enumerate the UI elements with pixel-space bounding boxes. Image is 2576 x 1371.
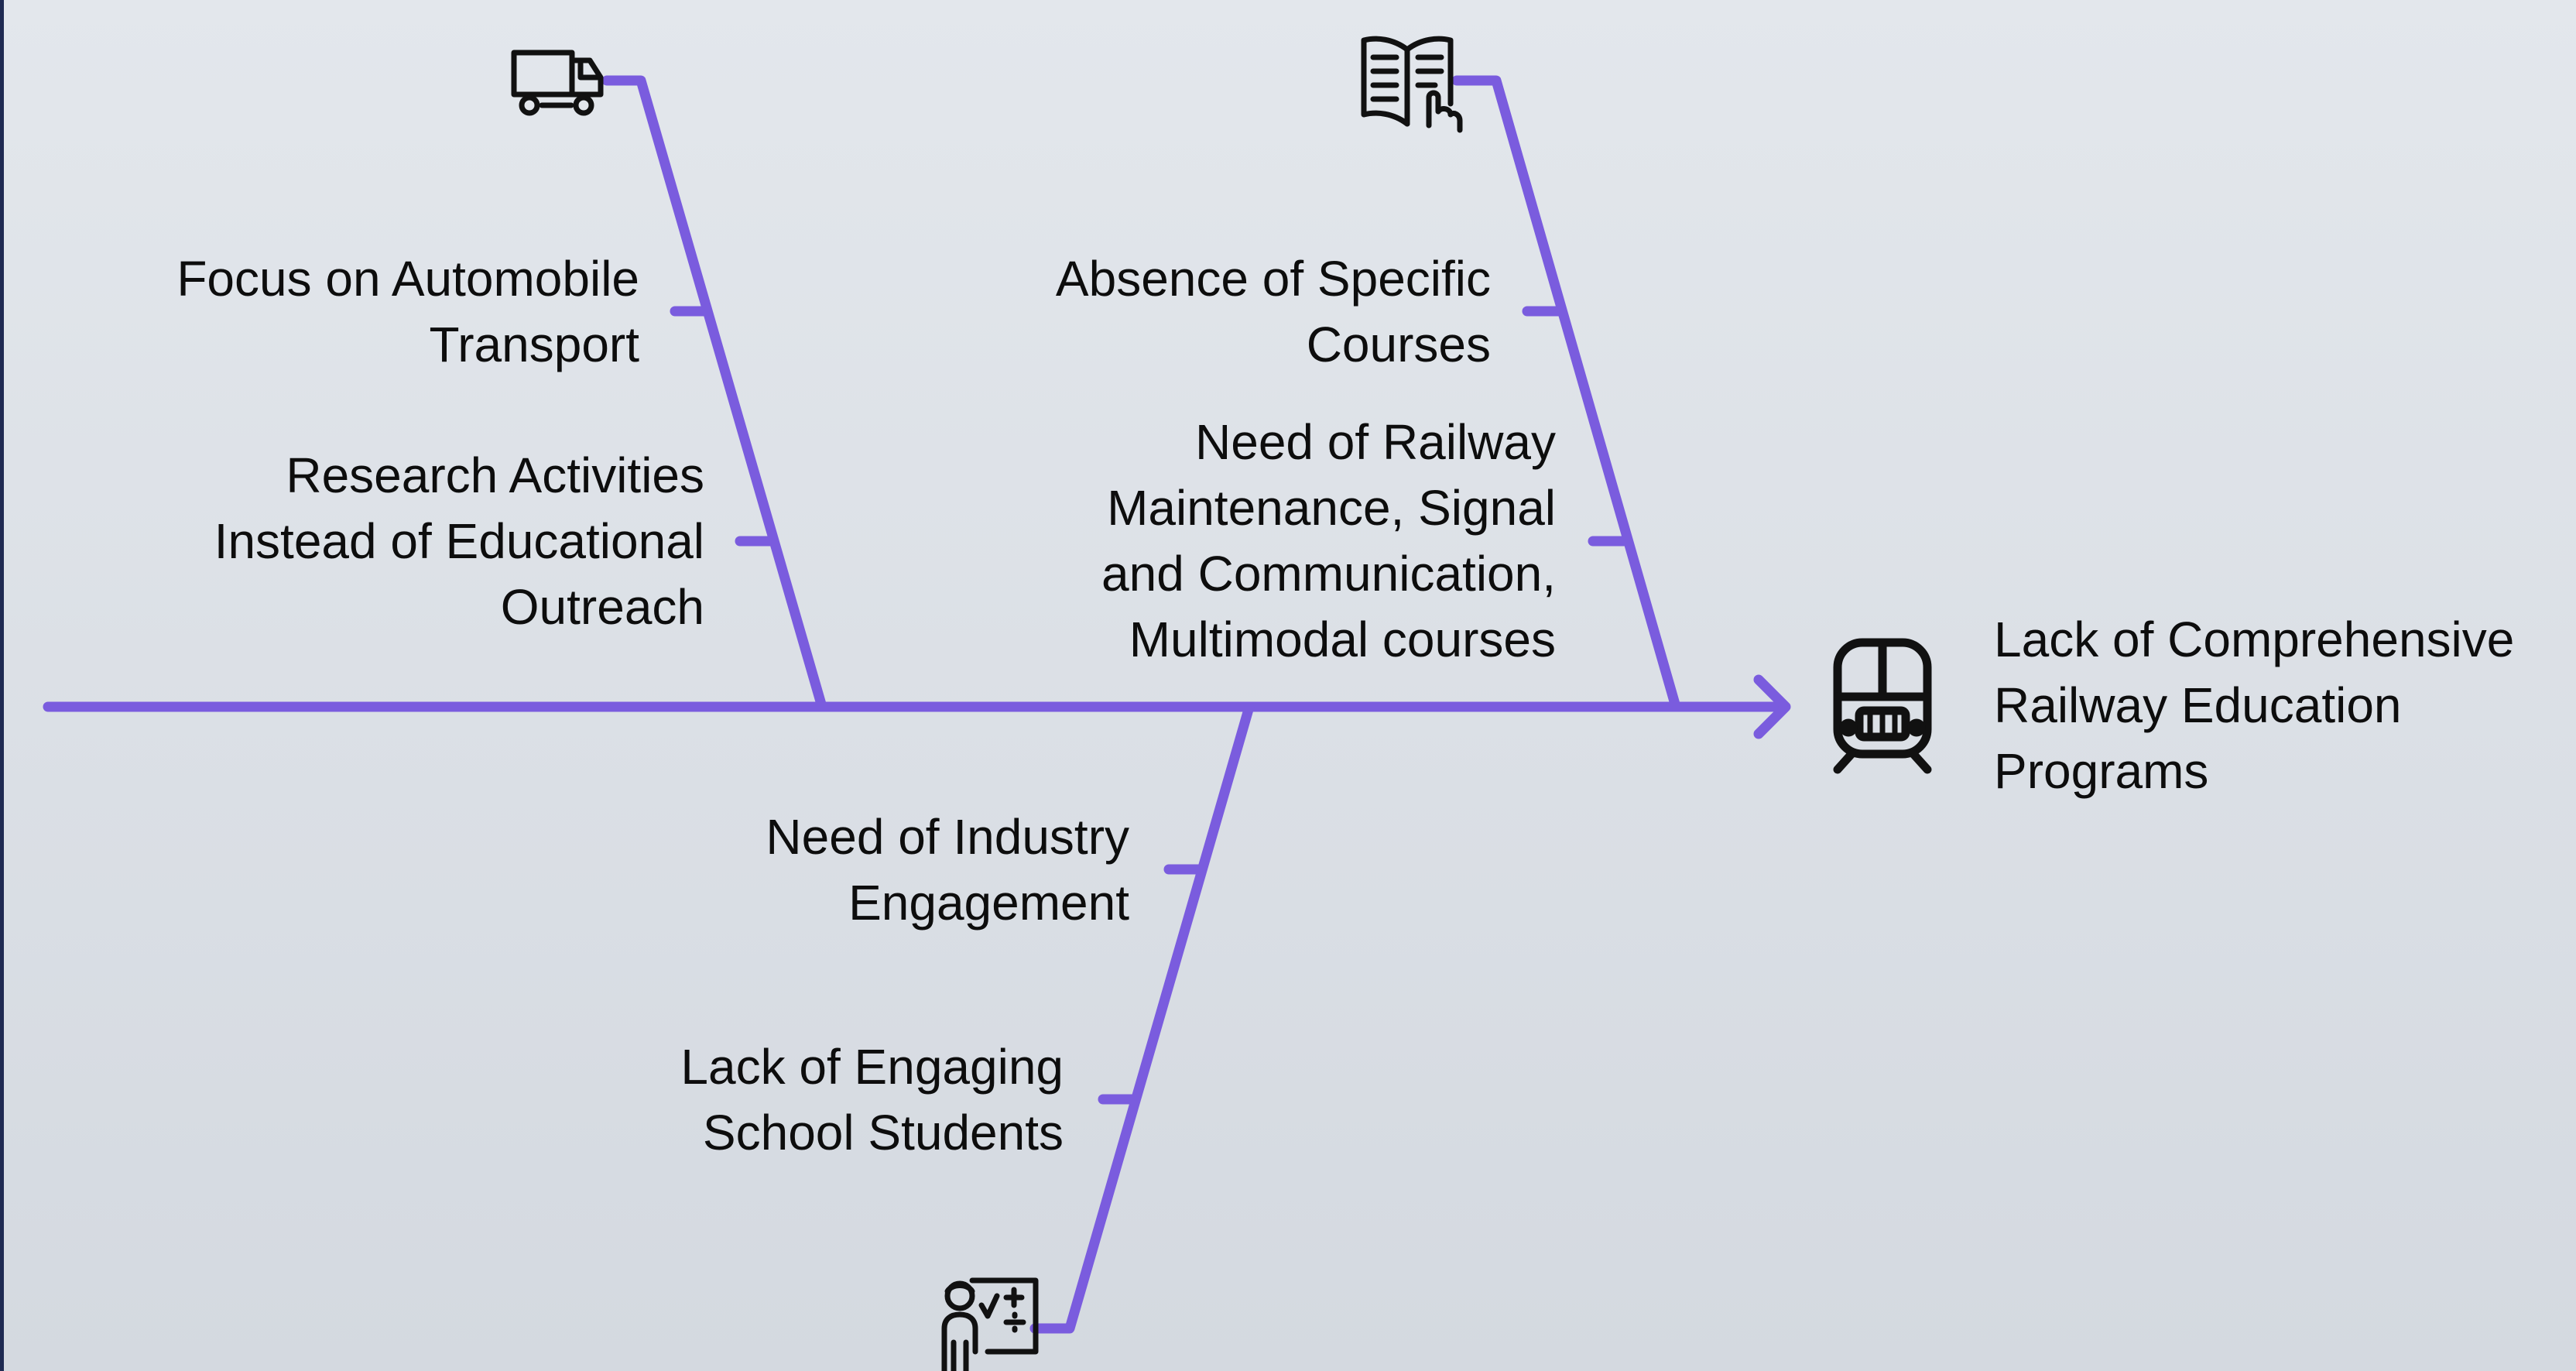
truck-icon [511,50,604,116]
cause-label-2-1: Absence of Specific Courses [1055,251,1491,372]
train-icon [1833,638,1932,774]
left-edge-bar [0,0,4,1371]
bone-2-line [1451,75,1681,712]
cause-label-3-2: Lack of Engaging School Students [680,1039,1064,1160]
cause-label-1-2: Research Activities Instead of Education… [214,447,704,635]
open-book-icon [1361,36,1463,133]
spine-arrowhead [1753,674,1791,739]
cause-label-3-1: Need of Industry Engagement [766,809,1129,931]
cause-label-1-1: Focus on Automobile Transport [176,251,639,372]
teacher-icon [941,1277,1039,1371]
bone-3-line [1029,701,1255,1334]
bone-1-line [601,75,827,712]
cause-label-2-2: Need of Railway Maintenance, Signal and … [1101,414,1556,667]
effect-label: Lack of Comprehensive Railway Education … [1994,612,2515,799]
